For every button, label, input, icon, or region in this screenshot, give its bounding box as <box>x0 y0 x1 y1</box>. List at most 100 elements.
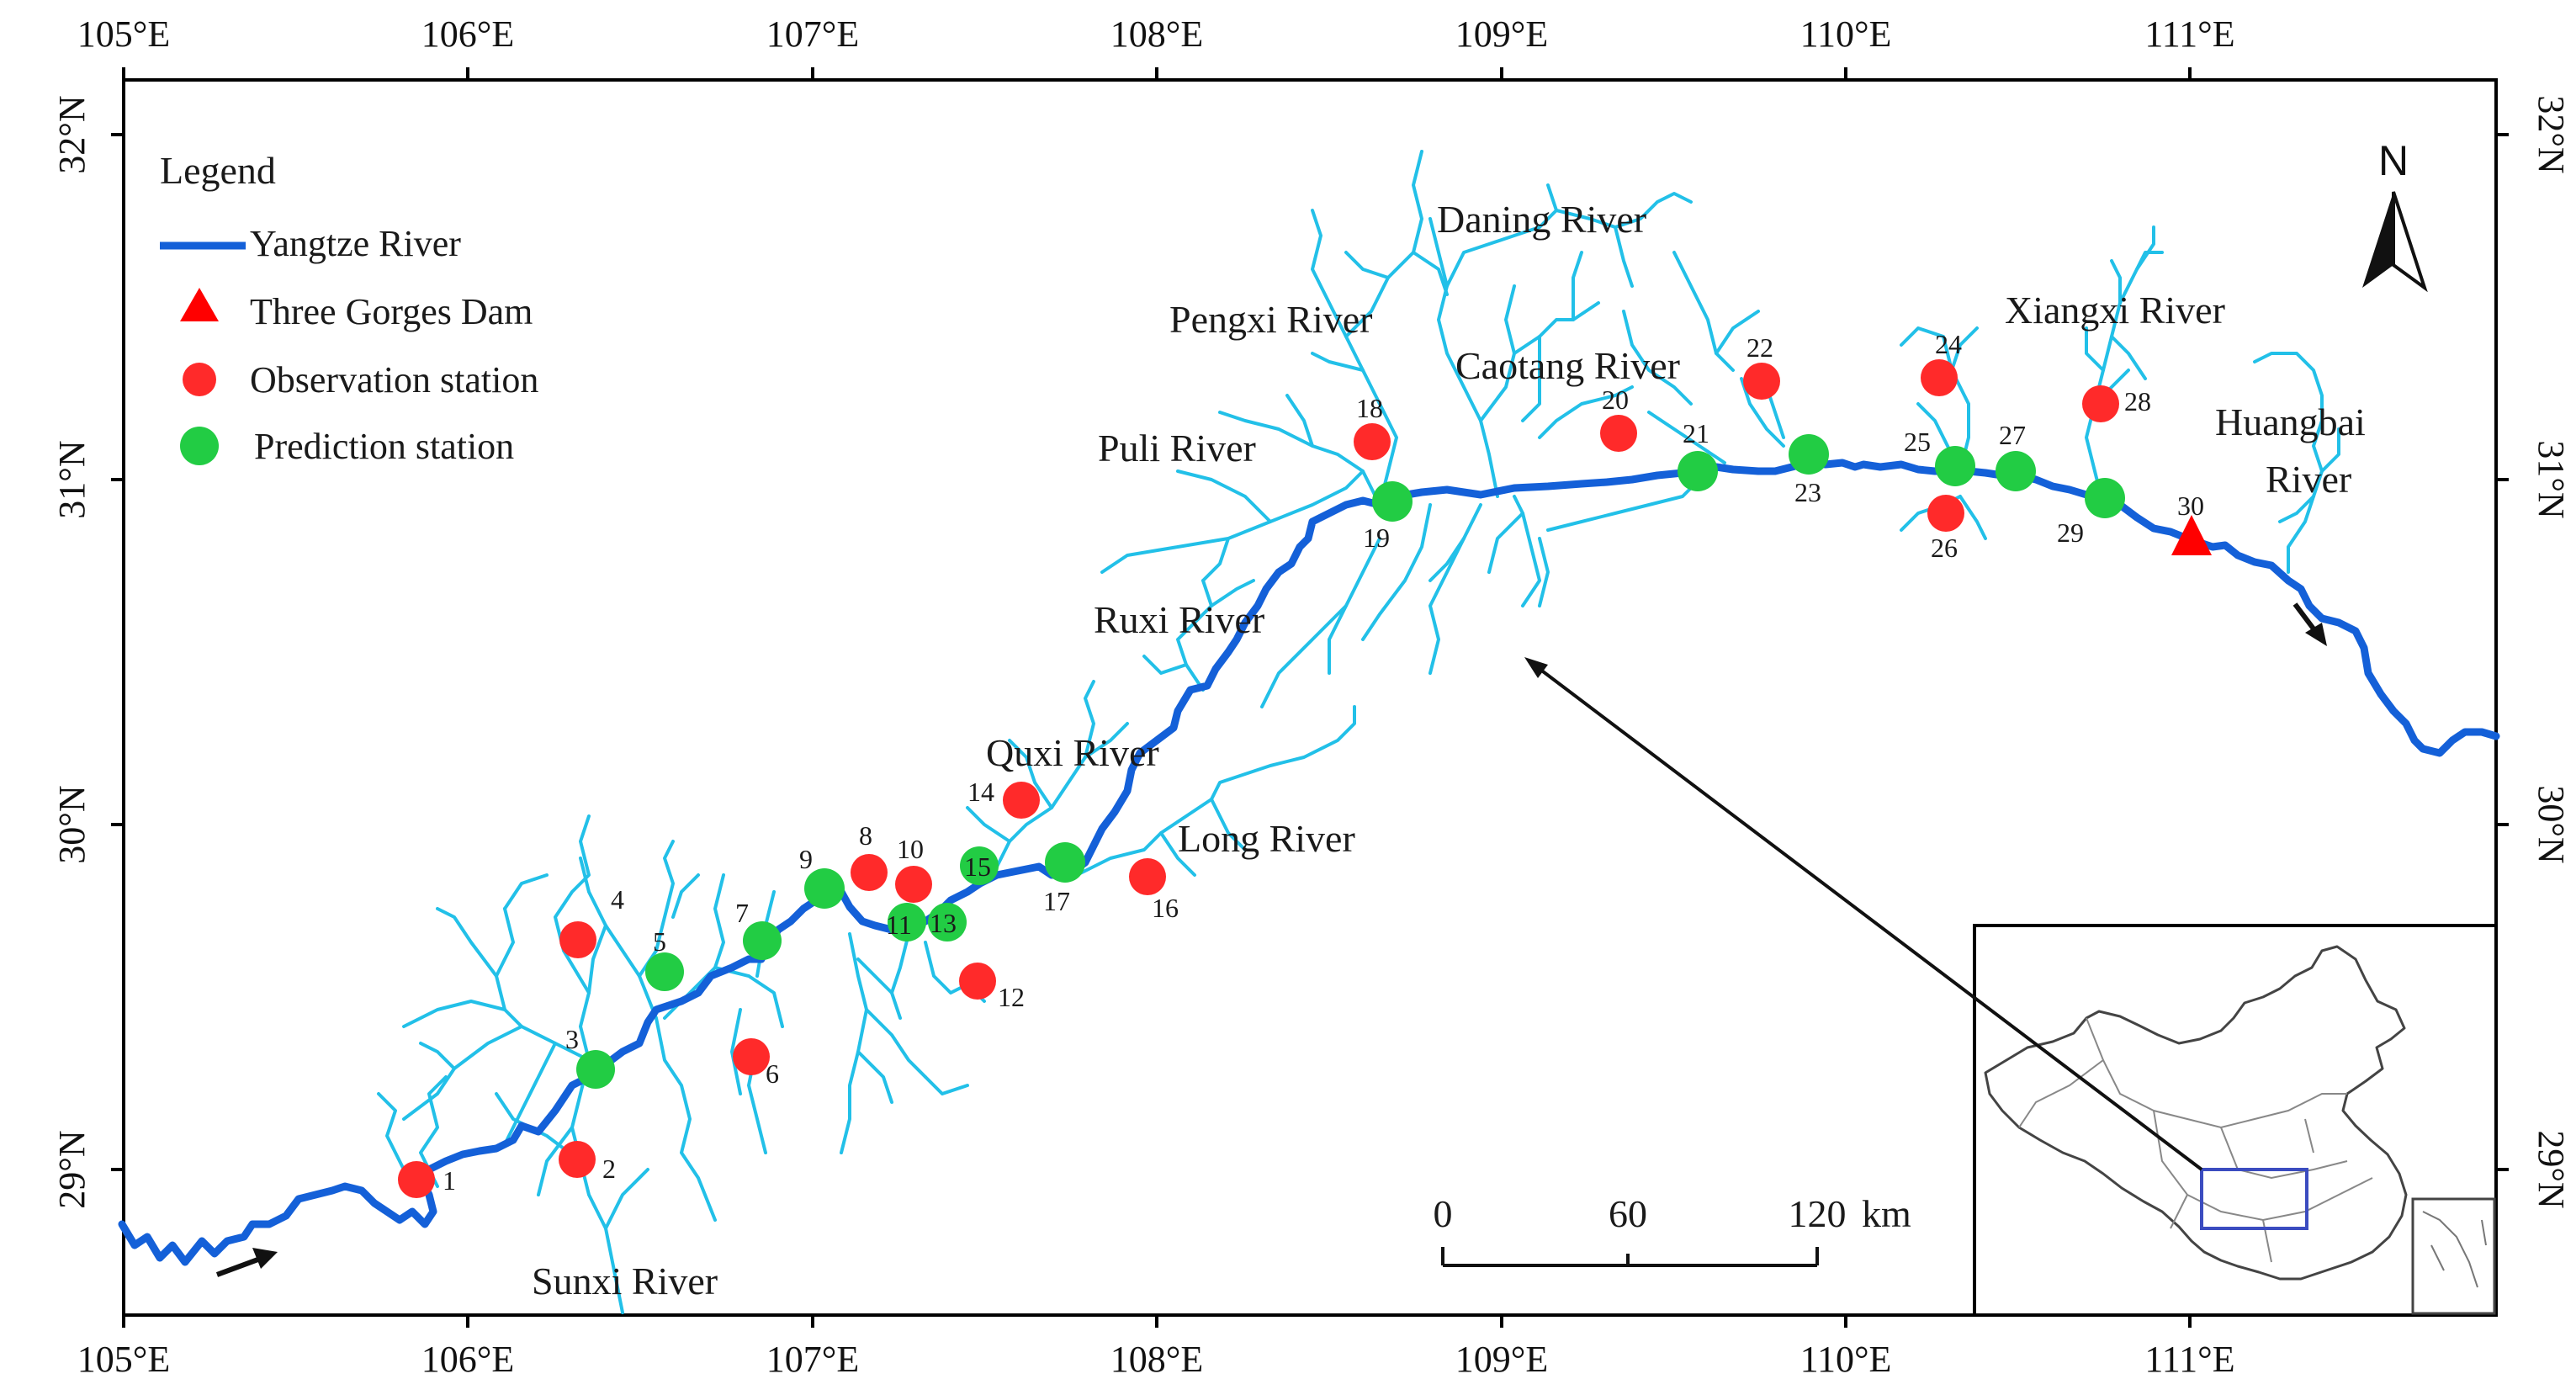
flow-direction-arrows <box>215 602 2327 1277</box>
station-labels: 1 2 3 4 5 6 7 8 9 10 11 12 13 14 15 16 1… <box>443 329 2204 1196</box>
lat-label-left-31: 31°N <box>51 440 93 518</box>
china-inset-map <box>1973 924 2498 1317</box>
flow-arrow-upstream <box>215 1248 278 1277</box>
longitude-tick-marks <box>122 67 2192 1328</box>
station-7-marker[interactable] <box>743 921 782 960</box>
lat-label-right-31: 31°N <box>2531 440 2572 518</box>
lon-label-bottom-110: 110°E <box>1800 1339 1892 1380</box>
station-20-marker[interactable] <box>1600 415 1637 452</box>
station-24-marker[interactable] <box>1921 359 1958 396</box>
station-label-23: 23 <box>1794 477 1821 507</box>
station-13-marker[interactable] <box>928 903 967 941</box>
station-label-3: 3 <box>565 1024 579 1054</box>
station-label-29: 29 <box>2057 517 2084 548</box>
station-26-marker[interactable] <box>1927 495 1964 532</box>
observation-stations <box>398 359 2119 1198</box>
station-1-marker[interactable] <box>398 1161 435 1198</box>
lat-label-right-32: 32°N <box>2531 95 2572 173</box>
station-10-marker[interactable] <box>895 866 932 903</box>
station-label-18: 18 <box>1356 393 1383 423</box>
three-gorges-dam-marker[interactable] <box>2171 515 2212 555</box>
station-2-marker[interactable] <box>559 1141 596 1178</box>
station-label-2: 2 <box>602 1154 616 1184</box>
station-label-16: 16 <box>1152 893 1179 923</box>
scale-label-60: 60 <box>1609 1192 1647 1235</box>
north-arrow-right-half <box>2392 191 2428 293</box>
station-25-marker[interactable] <box>1935 446 1975 486</box>
lon-label-top-108: 108°E <box>1110 13 1203 55</box>
station-label-17: 17 <box>1043 886 1070 916</box>
map-frame <box>122 78 2498 1317</box>
legend-observation-label: Observation station <box>250 359 538 400</box>
river-label-quxi: Quxi River <box>986 731 1159 774</box>
study-area-box <box>2200 1168 2308 1230</box>
station-label-8: 8 <box>859 820 872 851</box>
station-label-24: 24 <box>1935 329 1962 359</box>
station-12-marker[interactable] <box>959 963 996 1000</box>
station-label-15: 15 <box>964 851 991 882</box>
north-arrow-label: N <box>2378 137 2409 184</box>
station-3-marker[interactable] <box>576 1050 615 1089</box>
north-arrow: N <box>2362 137 2428 293</box>
station-22-marker[interactable] <box>1743 363 1780 400</box>
south-china-sea-inset <box>2411 1197 2496 1315</box>
scale-label-120: 120 <box>1789 1192 1847 1235</box>
station-18-marker[interactable] <box>1354 423 1391 460</box>
station-label-30: 30 <box>2177 491 2204 521</box>
river-label-pengxi: Pengxi River <box>1169 298 1372 341</box>
station-label-26: 26 <box>1931 533 1958 563</box>
station-21-marker[interactable] <box>1678 451 1718 491</box>
station-29-marker[interactable] <box>2085 478 2125 518</box>
station-label-25: 25 <box>1904 427 1931 457</box>
lon-label-top-110: 110°E <box>1800 13 1892 55</box>
river-label-huangbai-2: River <box>2266 458 2351 501</box>
station-label-4: 4 <box>611 884 624 915</box>
tributaries <box>377 150 2340 1314</box>
legend-title: Legend <box>160 149 276 192</box>
lon-label-bottom-106: 106°E <box>421 1339 514 1380</box>
station-14-marker[interactable] <box>1003 782 1040 819</box>
station-label-1: 1 <box>443 1165 456 1196</box>
station-label-11: 11 <box>886 910 912 940</box>
flow-arrow-downstream <box>2292 602 2327 646</box>
station-23-marker[interactable] <box>1789 434 1829 475</box>
station-28-marker[interactable] <box>2082 385 2119 422</box>
station-11-marker[interactable] <box>888 903 926 941</box>
station-label-14: 14 <box>967 777 994 807</box>
station-9-marker[interactable] <box>804 868 845 909</box>
station-6-marker[interactable] <box>733 1038 770 1075</box>
river-label-daning: Daning River <box>1437 198 1646 241</box>
station-label-21: 21 <box>1683 418 1709 448</box>
scale-label-unit: km <box>1862 1192 1911 1235</box>
legend: Legend Yangtze River Three Gorges Dam Ob… <box>160 149 538 467</box>
station-label-22: 22 <box>1746 332 1773 363</box>
river-label-huangbai-1: Huangbai <box>2215 400 2366 443</box>
station-15-marker[interactable] <box>960 846 999 885</box>
prediction-stations <box>576 434 2125 1089</box>
station-label-5: 5 <box>653 926 666 957</box>
station-label-27: 27 <box>1999 420 2026 450</box>
legend-observation-symbol <box>183 363 216 396</box>
inset-pointer <box>1524 657 2203 1171</box>
station-label-28: 28 <box>2124 386 2151 416</box>
north-arrow-left-half <box>2362 192 2393 288</box>
lon-label-top-105: 105°E <box>77 13 170 55</box>
station-5-marker[interactable] <box>645 952 684 991</box>
station-8-marker[interactable] <box>851 854 888 891</box>
lon-label-top-106: 106°E <box>421 13 514 55</box>
station-4-marker[interactable] <box>559 921 596 958</box>
lon-label-bottom-111: 111°E <box>2144 1339 2234 1380</box>
south-china-sea-islands <box>2422 1211 2487 1288</box>
station-19-marker[interactable] <box>1372 481 1413 522</box>
lon-label-top-107: 107°E <box>766 13 859 55</box>
lon-label-bottom-105: 105°E <box>77 1339 170 1380</box>
scale-bar: 0 60 120 km <box>1434 1192 1911 1267</box>
station-label-20: 20 <box>1602 385 1629 415</box>
station-16-marker[interactable] <box>1129 858 1166 895</box>
station-17-marker[interactable] <box>1045 842 1085 883</box>
legend-dam-symbol <box>180 288 219 321</box>
station-27-marker[interactable] <box>1996 451 2036 491</box>
yangtze-river-line <box>118 459 2500 1266</box>
station-label-13: 13 <box>930 908 957 938</box>
